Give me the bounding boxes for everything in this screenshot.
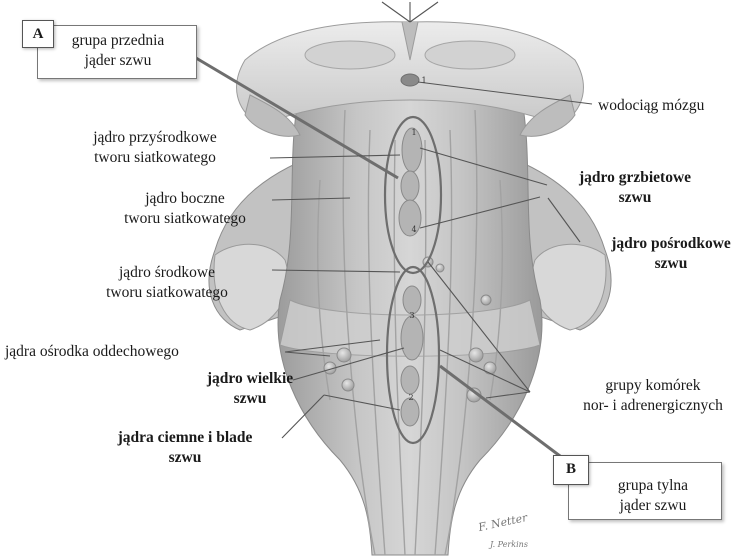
- front-group-label: grupa przednia jąder szwu: [45, 31, 191, 71]
- label-magnus: jądro wielkie szwu: [175, 369, 325, 409]
- label-median-raphe: jądro pośrodkowe szwu: [586, 234, 755, 274]
- number-aqueduct: 1: [421, 76, 426, 85]
- label-paramedian-line-1: jądro przyśrodkowe: [40, 128, 270, 148]
- label-aqueduct: wodociąg mózgu: [598, 96, 704, 116]
- label-median-line-2: szwu: [586, 254, 755, 274]
- label-median-line-1: jądro pośrodkowe: [586, 234, 755, 254]
- label-central-line-1: jądro środkowe: [52, 263, 282, 283]
- label-cell-groups: grupy komórek nor- i adrenergicznych: [553, 376, 753, 416]
- label-magnus-line-2: szwu: [175, 389, 325, 409]
- label-paramedian: jądro przyśrodkowe tworu siatkowatego: [40, 128, 270, 168]
- label-obscurus-line-1: jądra ciemne i blade: [90, 428, 280, 448]
- label-dorsal-line-2: szwu: [550, 188, 720, 208]
- back-group-line-2: jąder szwu: [590, 496, 716, 516]
- label-paramedian-line-2: tworu siatkowatego: [40, 148, 270, 168]
- label-cell-groups-line-1: grupy komórek: [553, 376, 753, 396]
- label-dorsal-line-1: jądro grzbietowe: [550, 168, 720, 188]
- marker-b: B: [553, 455, 589, 485]
- label-lateral-line-2: tworu siatkowatego: [90, 209, 280, 229]
- back-group-line-1: grupa tylna: [590, 476, 716, 496]
- superior-colliculus-right: [425, 41, 515, 69]
- label-respiratory: jądra ośrodka oddechowego: [5, 342, 179, 362]
- number-dorsal: 1: [411, 128, 416, 137]
- front-group-line-1: grupa przednia: [45, 31, 191, 51]
- number-obscurus: 2: [408, 393, 413, 402]
- number-magnus: 3: [409, 311, 414, 320]
- front-group-line-2: jąder szwu: [45, 51, 191, 71]
- back-group-label: grupa tylna jąder szwu: [590, 476, 716, 516]
- marker-a: A: [22, 20, 54, 48]
- aqueduct-shape: [401, 74, 419, 86]
- label-magnus-line-1: jądro wielkie: [175, 369, 325, 389]
- number-median: 4: [411, 225, 416, 234]
- label-lateral: jądro boczne tworu siatkowatego: [90, 189, 280, 229]
- label-dorsal-raphe: jądro grzbietowe szwu: [550, 168, 720, 208]
- label-lateral-line-1: jądro boczne: [90, 189, 280, 209]
- label-obscurus: jądra ciemne i blade szwu: [90, 428, 280, 468]
- label-central: jądro środkowe tworu siatkowatego: [52, 263, 282, 303]
- coartist-signature: J. Perkins: [490, 540, 528, 549]
- label-cell-groups-line-2: nor- i adrenergicznych: [553, 396, 753, 416]
- superior-colliculus-left: [305, 41, 395, 69]
- label-central-line-2: tworu siatkowatego: [52, 283, 282, 303]
- label-obscurus-line-2: szwu: [90, 448, 280, 468]
